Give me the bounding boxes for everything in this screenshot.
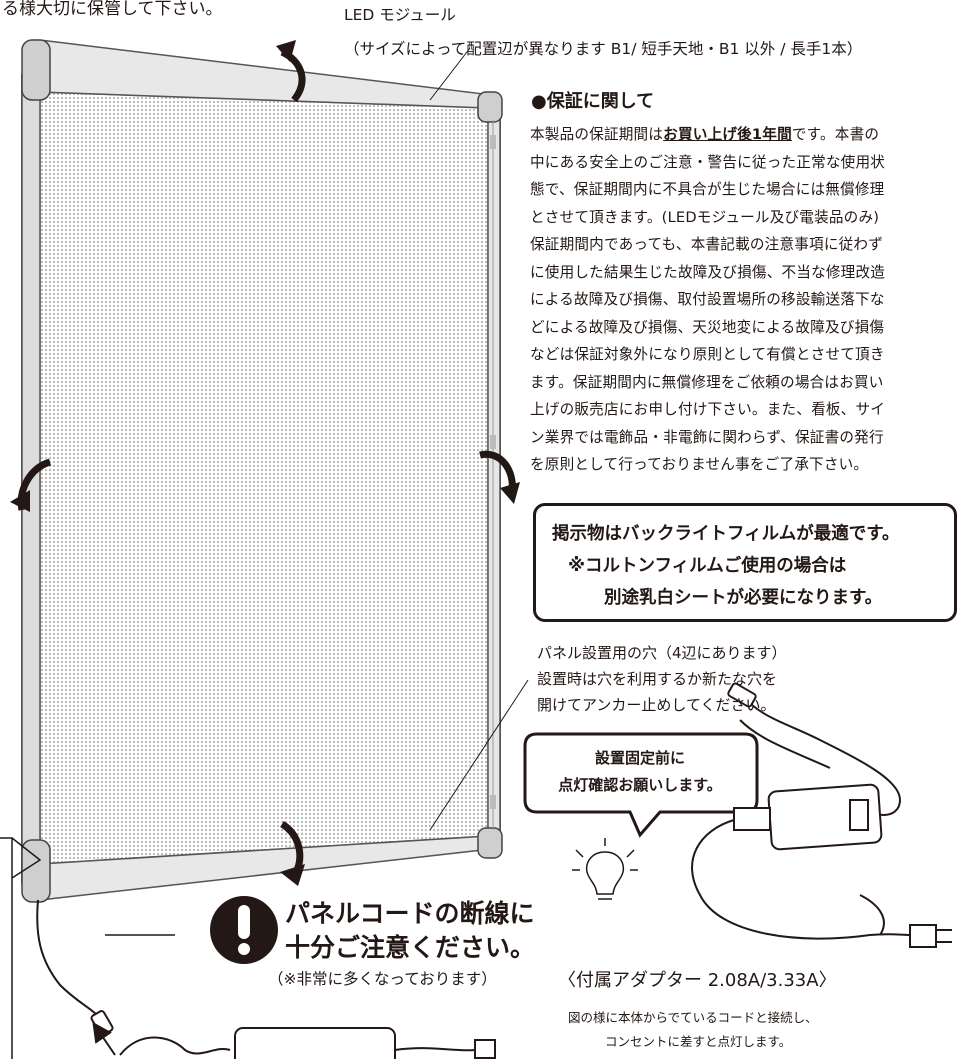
panel-cord [36, 899, 101, 1021]
film-notice-box: 掲示物はバックライトフィルムが最適です。 ※コルトンフィルムご使用の場合は 別途… [533, 503, 957, 622]
warranty-line: 保証期間内であっても、本書記載の注意事項に従わず [530, 236, 884, 253]
adapter-icon [234, 1027, 396, 1059]
warranty-line: に使用した結果生じた故障及び損傷、不当な修理改造 [530, 263, 886, 281]
bubble-line2: 点灯確認お願いします。 [558, 776, 722, 794]
connect-arrow-icon [92, 1021, 116, 1056]
cord-warning-line2: 十分ご注意ください。 [285, 933, 536, 962]
warranty-line: 中にある安全上のご注意・警告に従った正常な使用状 [530, 153, 886, 171]
adapter-icon [691, 682, 952, 948]
bulb-icon [572, 838, 638, 900]
hole-note-line2: 設置時は穴を利用するか新たな穴を [537, 670, 778, 688]
panel-frame [21, 39, 503, 903]
left-edge-fragment: ） [0, 598, 9, 617]
rotate-arrow-icon [10, 458, 52, 512]
bubble-line1: 設置固定前に [594, 749, 685, 767]
warranty-line: 本製品の保証期間はお買い上げ後1年間です。本書の [530, 121, 960, 149]
film-notice-line3: 別途乳白シートが必要になります。 [604, 588, 883, 608]
adapter-cord-bottom [119, 1036, 231, 1056]
hole-note-line3: 開けてアンカー止めしてください。 [537, 696, 776, 714]
rotate-arrow-icon [276, 40, 306, 103]
hole-leader-line [429, 679, 529, 831]
left-bracket [0, 837, 13, 1059]
hole-note-line1: パネル設置用の穴（4辺にあります） [537, 644, 787, 662]
warranty-line: どによる故障及び損傷、天災地変による故障及び損傷 [530, 318, 885, 336]
warranty-line1-post: です。本書の [791, 126, 880, 143]
cord-connector [90, 1010, 114, 1036]
film-notice-line2: ※コルトンフィルムご使用の場合は [568, 556, 847, 576]
warranty-line: とさせて頂きます。(LEDモジュール及び電装品のみ) [530, 208, 880, 226]
top-note: る様大切に保管して下さい。 [2, 0, 223, 19]
warranty-line: などは保証対象外になり原則として有償とさせて頂き [530, 346, 885, 363]
warranty-body: 本製品の保証期間はお買い上げ後1年間です。本書の 中にある安全上のご注意・警告に… [530, 121, 960, 479]
film-notice-line1: 掲示物はバックライトフィルムが最適です。 [552, 524, 900, 544]
led-module-title: LED モジュール [344, 6, 456, 24]
rotate-arrow-icon [279, 821, 305, 886]
warranty-line: 態で、保証期間内に不具合が生じた場合には無償修理 [530, 181, 885, 198]
plug-icon [474, 1039, 496, 1059]
exclamation-icon [210, 896, 278, 964]
speech-bubble [523, 732, 759, 838]
led-leader-line [429, 47, 471, 101]
led-module-subtitle: （サイズによって配置辺が異なります B1/ 短手天地・B1 以外 / 長手1本） [344, 40, 863, 58]
warranty-line: 上げの販売店にお申し付け下さい。また、看板、サイ [530, 401, 886, 418]
warranty-line: ン業界では電飾品・非電飾に関わらず、保証書の発行 [530, 428, 884, 446]
adapter-desc2: コンセントに差すと点灯します。 [605, 1034, 792, 1049]
adapter-title: 〈付属アダプター 2.08A/3.33A〉 [558, 970, 837, 991]
warranty-line: を原則として行っておりません事をご了承下さい。 [530, 456, 869, 473]
cord-warning-note: （※非常に多くなっております） [268, 970, 497, 988]
adapter-desc1: 図の様に本体からでているコードと接続し、 [568, 1010, 818, 1025]
warranty-period-emphasis: お買い上げ後1年間 [663, 126, 792, 143]
warranty-heading: ●保証に関して [531, 91, 655, 112]
rotate-arrow-icon [479, 450, 520, 504]
warranty-line1-pre: 本製品の保証期間は [530, 126, 664, 143]
cord-warning-line1: パネルコードの断線に [285, 899, 535, 928]
warranty-line: ます。保証期間内に無償修理をご依頼の場合はお買い [530, 373, 884, 391]
warranty-line: による故障及び損傷、取付設置場所の移設輸送落下な [530, 291, 885, 308]
